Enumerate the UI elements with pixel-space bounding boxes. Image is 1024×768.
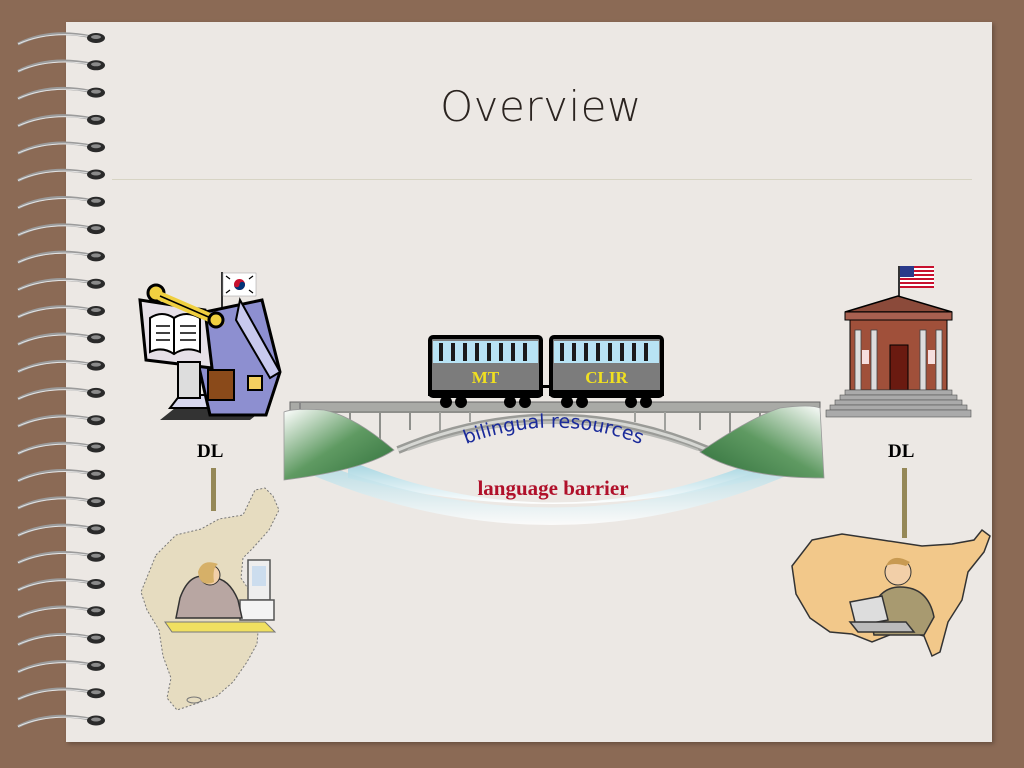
train-car-clir	[549, 335, 664, 408]
left-dl-label: DL	[197, 441, 224, 462]
slide-title: Overview	[440, 82, 642, 131]
title-divider	[112, 179, 972, 180]
train-car-mt	[428, 335, 543, 408]
right-connector	[902, 468, 907, 538]
us-library-icon	[825, 266, 972, 418]
korea-flag-icon	[222, 272, 257, 297]
woman-at-computer-icon	[164, 559, 277, 633]
clir-car-label: CLIR	[585, 368, 628, 387]
bridge-illustration: bilingual resources	[283, 401, 825, 525]
korean-library-icon	[138, 272, 282, 420]
us-flag-icon	[900, 266, 934, 288]
language-barrier-label: language barrier	[477, 476, 629, 500]
right-dl-label: DL	[888, 441, 915, 462]
man-with-laptop-icon	[848, 557, 935, 636]
train-illustration	[428, 335, 664, 408]
left-connector	[211, 468, 216, 511]
mt-car-label: MT	[471, 368, 500, 387]
arch-label: bilingual resources	[460, 410, 646, 448]
